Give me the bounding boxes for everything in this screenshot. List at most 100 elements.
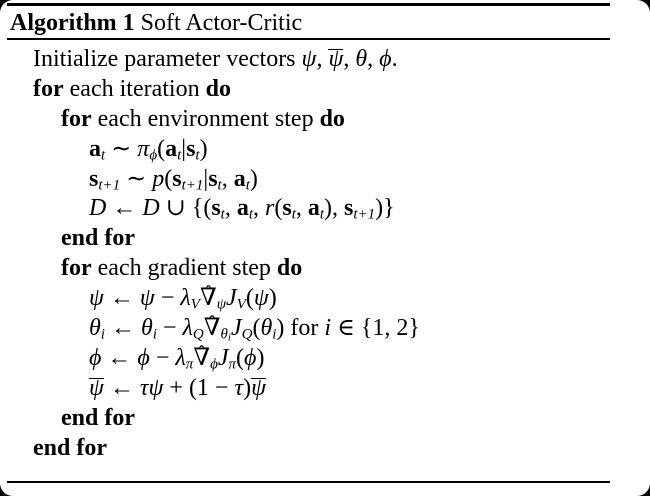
seg-sub: V bbox=[236, 296, 246, 313]
seg-it: θ bbox=[89, 315, 101, 342]
seg-it: λ bbox=[175, 344, 186, 371]
seg-kw: do bbox=[205, 75, 231, 102]
seg-kw: do bbox=[319, 105, 345, 132]
seg-bf: a bbox=[307, 195, 320, 222]
seg-sub: ϕ bbox=[149, 147, 158, 164]
seg-rm: ( bbox=[245, 285, 254, 312]
seg-rm: ) bbox=[256, 344, 265, 371]
seg-rm: ), bbox=[324, 195, 345, 222]
seg-kw: end for bbox=[61, 225, 135, 252]
seg-rm: ( bbox=[157, 135, 166, 162]
algorithm-line: D ← D ∪ {(st, at, r(st, at), st+1)} bbox=[0, 194, 650, 224]
seg-rm: ∈ {1, 2} bbox=[331, 315, 420, 342]
seg-rm: . bbox=[391, 46, 398, 72]
seg-rm: ∪ {( bbox=[159, 195, 212, 222]
seg-kw: end for bbox=[33, 434, 107, 461]
seg-subsub: i bbox=[227, 331, 231, 344]
seg-sub: V bbox=[190, 296, 200, 313]
seg-it: ϕ bbox=[379, 46, 392, 72]
seg-it: p bbox=[152, 165, 165, 192]
seg-sub: t bbox=[195, 147, 200, 164]
seg-rm: , bbox=[316, 46, 329, 72]
seg-it: ψ bbox=[89, 285, 104, 312]
seg-rm: Initialize parameter vectors bbox=[33, 46, 302, 72]
seg-rm: ) for bbox=[276, 315, 325, 342]
seg-it: θ bbox=[260, 315, 273, 342]
seg-sub: i bbox=[100, 326, 105, 343]
seg-rm: ∼ bbox=[105, 135, 138, 162]
seg-rm: − bbox=[149, 344, 176, 371]
seg-sub: i bbox=[272, 326, 277, 343]
seg-rm: ← bbox=[103, 285, 140, 312]
seg-bf: a bbox=[165, 135, 178, 162]
algorithm-line: for each environment step do bbox=[0, 105, 650, 135]
seg-rm: ← bbox=[106, 195, 143, 222]
seg-rm: )} bbox=[375, 195, 395, 222]
seg-sub: t bbox=[245, 177, 250, 194]
seg-it: r bbox=[265, 195, 275, 222]
seg-rm: ← bbox=[101, 344, 138, 371]
seg-it: J bbox=[230, 315, 242, 342]
seg-rm: ← bbox=[104, 315, 141, 342]
seg-scr: D bbox=[89, 195, 107, 222]
seg-rm: , bbox=[367, 46, 380, 72]
top-rule bbox=[7, 3, 610, 6]
seg-rm: − bbox=[156, 315, 183, 342]
seg-bf: s bbox=[211, 195, 221, 222]
seg-rm: each gradient step bbox=[91, 255, 277, 282]
seg-it: ϕ bbox=[137, 344, 150, 371]
seg-sub: t bbox=[319, 206, 325, 223]
seg-rm: ) bbox=[243, 374, 252, 401]
seg-rm: ( bbox=[252, 315, 261, 342]
seg-it: J bbox=[226, 285, 237, 312]
seg-kw: do bbox=[276, 255, 303, 282]
seg-sub: θ bbox=[220, 326, 228, 343]
seg-rm: ( bbox=[164, 165, 173, 192]
algorithm-line: Initialize parameter vectors ψ, ψ, θ, ϕ. bbox=[0, 45, 650, 75]
seg-rm: + (1 − bbox=[163, 374, 235, 401]
seg-it: ϕ bbox=[244, 344, 257, 371]
seg-rm: ) bbox=[249, 165, 258, 192]
seg-sub: t+1 bbox=[181, 177, 204, 194]
seg-sub: t bbox=[291, 206, 296, 223]
seg-rm: ( bbox=[274, 195, 283, 222]
seg-rm: , bbox=[221, 165, 234, 192]
seg-rm: , bbox=[253, 195, 265, 222]
algorithm-body: Initialize parameter vectors ψ, ψ, θ, ϕ.… bbox=[0, 45, 650, 463]
seg-sub: t bbox=[217, 177, 222, 194]
seg-it: i bbox=[324, 315, 332, 342]
seg-rm: ) bbox=[268, 285, 277, 312]
seg-bf: a bbox=[89, 135, 101, 162]
seg-rm: ← bbox=[103, 374, 140, 401]
algorithm-line: at ∼ πϕ(at|st) bbox=[0, 135, 650, 165]
seg-it: ψ bbox=[139, 285, 155, 312]
seg-it: J bbox=[217, 344, 229, 371]
seg-sub: t bbox=[220, 206, 225, 223]
seg-bf: a bbox=[233, 165, 246, 192]
seg-sub: t bbox=[177, 147, 182, 164]
seg-sub: t+1 bbox=[353, 206, 376, 223]
seg-kw: for bbox=[61, 255, 92, 282]
seg-sub: π bbox=[228, 356, 237, 373]
seg-rm: , bbox=[224, 195, 237, 222]
seg-rm: ( bbox=[236, 344, 245, 371]
seg-kw: for bbox=[33, 75, 64, 102]
seg-kw: for bbox=[61, 105, 92, 132]
seg-bf: a bbox=[236, 195, 249, 222]
seg-nab: ∇ˆ bbox=[199, 282, 217, 312]
seg-it: ψ bbox=[253, 285, 269, 312]
seg-bf: s bbox=[89, 165, 99, 192]
seg-nab: ∇ˆ bbox=[193, 341, 211, 371]
bottom-rule bbox=[7, 481, 610, 483]
seg-it: τψ bbox=[139, 374, 164, 401]
algorithm-line: end for bbox=[0, 224, 650, 254]
algorithm-title-label: Algorithm 1 bbox=[10, 10, 135, 36]
seg-it: θ bbox=[355, 46, 368, 72]
algorithm-line: for each iteration do bbox=[0, 75, 650, 105]
seg-sub: ψ bbox=[216, 296, 227, 313]
seg-rm: , bbox=[343, 46, 356, 72]
seg-sub: π bbox=[185, 356, 194, 373]
seg-sub: ϕ bbox=[210, 356, 218, 373]
seg-bf: s bbox=[282, 195, 292, 222]
